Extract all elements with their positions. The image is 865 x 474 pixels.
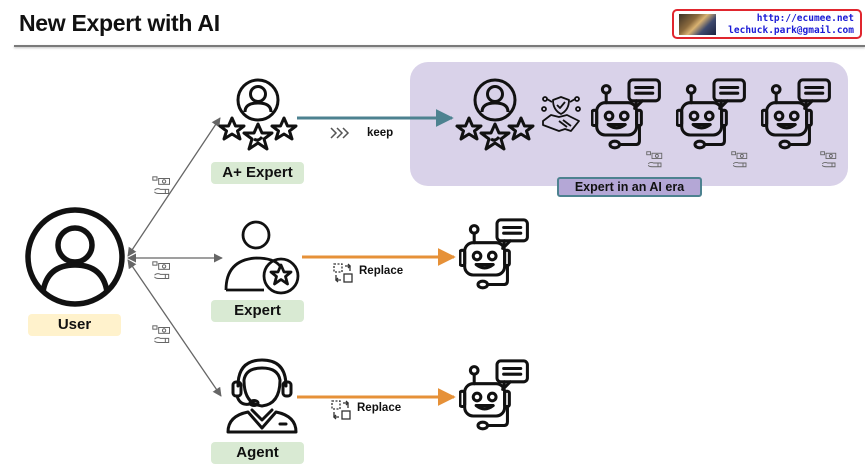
keep-label: keep — [367, 127, 394, 139]
edge-user-aplus — [127, 117, 221, 257]
edge-user-agent — [127, 259, 222, 397]
page-title: New Expert with AI — [19, 10, 220, 36]
replace-icon — [331, 400, 351, 420]
replace-agent-label: Replace — [357, 402, 402, 414]
money-hand-icon — [152, 325, 172, 345]
author-photo — [679, 14, 716, 35]
agent-label: Agent — [211, 442, 304, 464]
money-hand-icon — [646, 151, 664, 169]
title-divider — [14, 45, 865, 47]
author-badge: http://ecumee.net lechuck.park@gmail.com — [672, 9, 862, 39]
user-label: User — [28, 314, 121, 336]
user-circle-icon — [25, 207, 125, 307]
handshake-shield-icon — [541, 96, 581, 132]
user-star-badge-icon[interactable] — [222, 220, 302, 296]
expert-label: Expert — [211, 300, 304, 322]
chatbot-icon[interactable] — [459, 359, 535, 435]
user-with-stars-icon[interactable] — [455, 78, 535, 158]
money-hand-icon — [152, 261, 172, 281]
money-hand-icon — [152, 176, 172, 196]
author-email[interactable]: lechuck.park@gmail.com — [728, 25, 854, 36]
money-hand-icon — [731, 151, 749, 169]
chevrons-right-icon — [330, 127, 350, 139]
user-with-stars-icon[interactable] — [218, 78, 298, 158]
author-url[interactable]: http://ecumee.net — [756, 13, 854, 24]
money-hand-icon — [820, 151, 838, 169]
ai-era-label: Expert in an AI era — [557, 177, 702, 197]
chatbot-icon[interactable] — [676, 78, 752, 154]
replace-icon — [333, 263, 353, 283]
chatbot-icon[interactable] — [459, 218, 535, 294]
chatbot-icon[interactable] — [591, 78, 667, 154]
replace-expert-label: Replace — [359, 265, 404, 277]
chatbot-icon[interactable] — [761, 78, 837, 154]
headset-agent-icon[interactable] — [222, 354, 302, 436]
a-plus-expert-label: A+ Expert — [211, 162, 304, 184]
